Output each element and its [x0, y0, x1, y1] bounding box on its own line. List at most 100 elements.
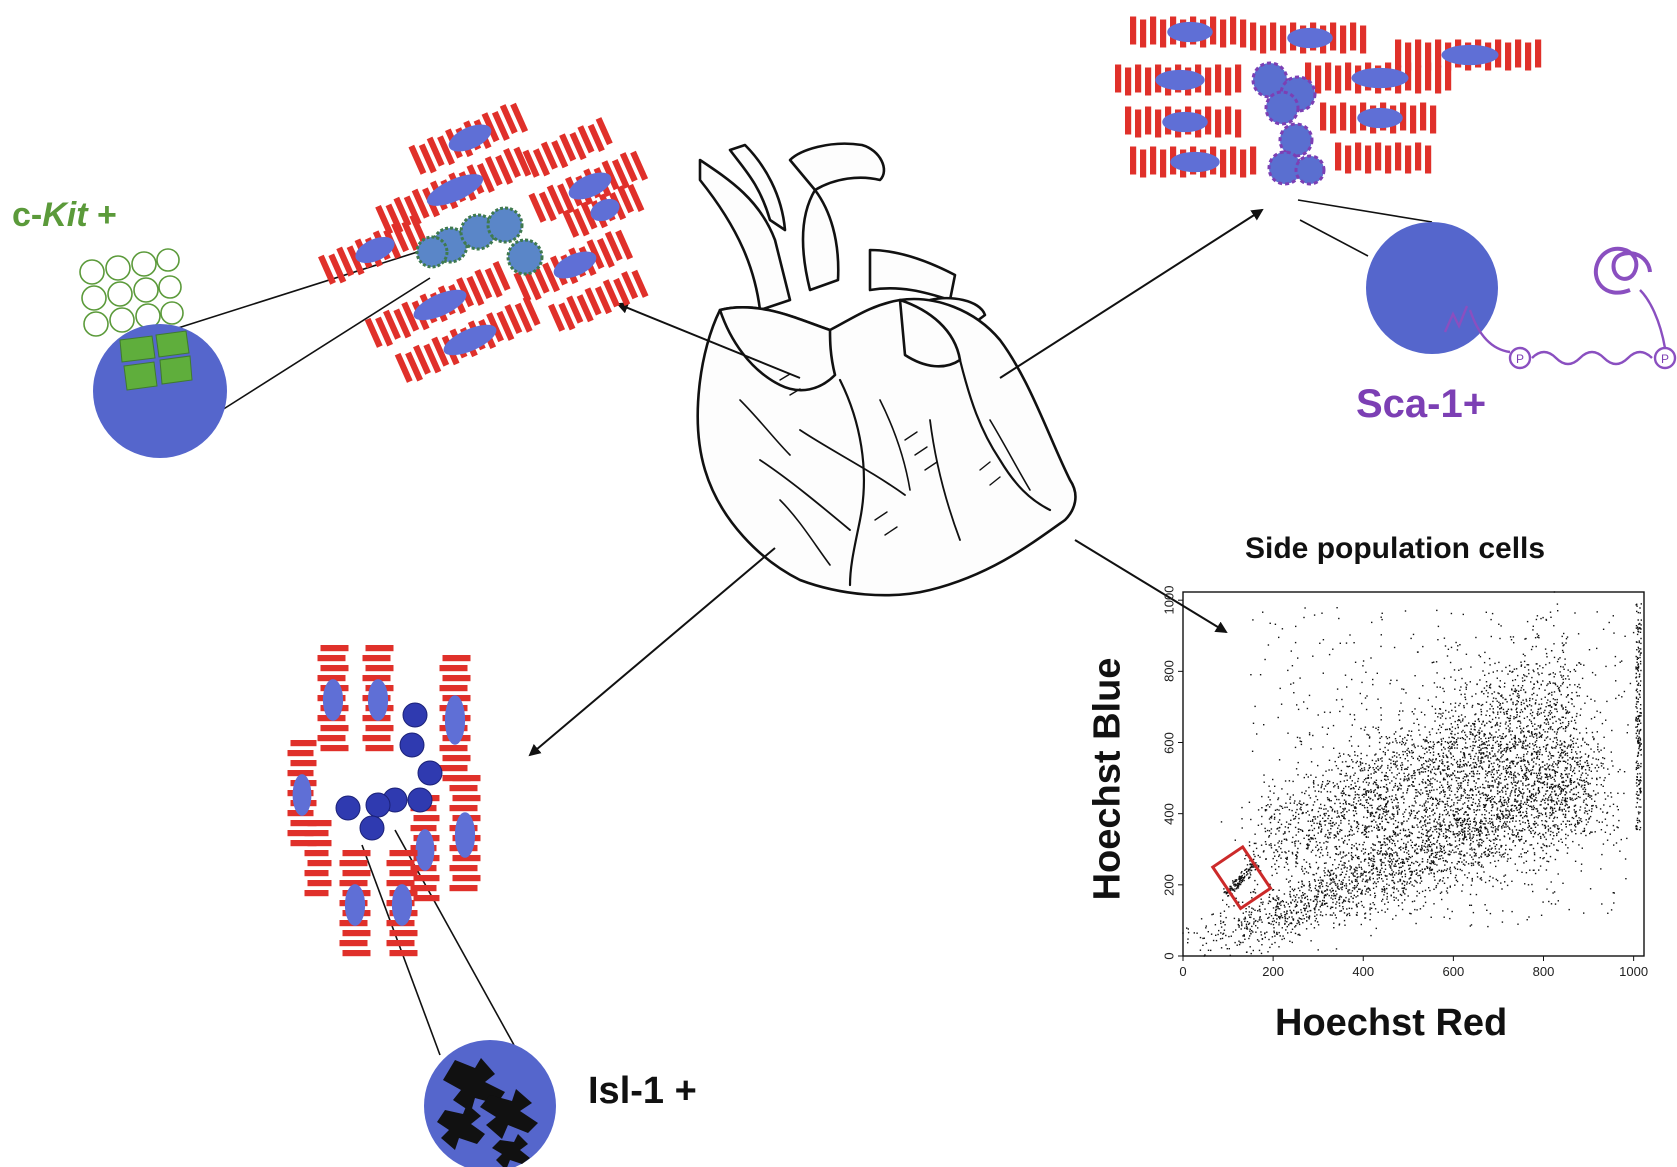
scatter-point	[1360, 892, 1362, 895]
scatter-point	[1286, 856, 1288, 859]
scatter-point	[1456, 744, 1459, 746]
scatter-point	[1223, 929, 1226, 931]
scatter-point	[1583, 812, 1586, 814]
scatter-point	[1364, 788, 1366, 790]
scatter-point	[1295, 899, 1297, 901]
scatter-point	[1419, 793, 1422, 796]
scatter-point	[1306, 895, 1308, 898]
scatter-point	[1390, 867, 1392, 869]
scatter-point	[1244, 920, 1246, 922]
scatter-point	[1516, 727, 1518, 729]
scatter-point	[1531, 676, 1533, 679]
scatter-point	[1470, 731, 1472, 734]
scatter-point	[1316, 903, 1318, 905]
scatter-point	[1494, 781, 1496, 783]
scatter-point	[1574, 719, 1576, 722]
scatter-point	[1349, 777, 1351, 779]
scatter-point	[1339, 895, 1341, 897]
scatter-point	[1312, 819, 1314, 821]
scatter-point	[1336, 901, 1338, 903]
scatter-point	[1551, 650, 1553, 652]
scatter-point	[1252, 931, 1254, 933]
scatter-point	[1547, 825, 1549, 827]
scatter-point	[1475, 782, 1477, 784]
scatter-point	[1520, 814, 1522, 816]
scatter-point	[1351, 829, 1353, 832]
scatter-point	[1308, 829, 1310, 832]
scatter-point	[1318, 909, 1320, 911]
scatter-point	[1502, 702, 1504, 704]
scatter-point	[1531, 793, 1533, 795]
scatter-point	[1384, 806, 1386, 808]
scatter-point	[1304, 792, 1306, 795]
scatter-point	[1457, 813, 1459, 815]
scatter-point	[1593, 716, 1596, 718]
scatter-point	[1507, 771, 1509, 773]
scatter-point	[1527, 804, 1529, 807]
scatter-point	[1424, 808, 1426, 811]
scatter-point	[1435, 773, 1437, 776]
scatter-point	[1382, 751, 1385, 753]
scatter-point	[1308, 915, 1311, 917]
scatter-point	[1300, 829, 1302, 831]
scatter-point	[1433, 875, 1435, 878]
scatter-point	[1340, 792, 1342, 794]
scatter-point	[1455, 780, 1458, 782]
scatter-point	[1554, 775, 1557, 777]
scatter-point	[1532, 736, 1535, 738]
scatter-point	[1427, 850, 1430, 852]
scatter-point	[1340, 868, 1343, 870]
scatter-point	[1365, 763, 1367, 765]
scatter-point	[1351, 880, 1353, 882]
scatter-point	[1456, 811, 1458, 813]
scatter-point	[1502, 754, 1504, 756]
scatter-point	[1471, 706, 1473, 708]
scatter-point	[1489, 800, 1492, 802]
scatter-point	[1321, 828, 1323, 830]
scatter-point	[1520, 731, 1522, 733]
scatter-point	[1504, 881, 1506, 883]
scatter-point	[1560, 788, 1563, 790]
scatter-point	[1280, 823, 1283, 826]
scatter-point	[1545, 832, 1547, 834]
scatter-point	[1351, 881, 1353, 884]
scatter-point	[1369, 858, 1371, 860]
scatter-point	[1293, 818, 1295, 820]
scatter-point	[1402, 813, 1404, 815]
scatter-point	[1411, 804, 1413, 807]
scatter-point	[1182, 932, 1184, 934]
scatter-point	[1366, 826, 1368, 828]
scatter-point	[1576, 695, 1578, 697]
scatter-point	[1253, 918, 1255, 920]
scatter-point	[1330, 897, 1332, 899]
scatter-point	[1505, 727, 1507, 730]
scatter-point	[1450, 805, 1453, 807]
scatter-point	[1385, 804, 1387, 807]
scatter-point	[1443, 690, 1445, 693]
scatter-point	[1499, 735, 1501, 737]
scatter-point	[1493, 755, 1495, 757]
scatter-point	[1319, 820, 1321, 823]
scatter-point	[1449, 870, 1452, 872]
scatter-point	[1314, 816, 1316, 818]
scatter-point	[1447, 756, 1449, 759]
scatter-point	[1626, 732, 1628, 734]
scatter-point	[1422, 782, 1424, 784]
scatter-point	[1529, 869, 1531, 871]
scatter-point	[1594, 674, 1597, 676]
scatter-point	[1238, 940, 1240, 942]
scatter-point	[1411, 884, 1413, 886]
scatter-point	[1266, 931, 1268, 933]
scatter-point	[1404, 875, 1407, 878]
scatter-point	[1544, 689, 1546, 691]
scatter-point	[1314, 909, 1316, 911]
scatter-point	[1515, 668, 1518, 670]
scatter-point	[1424, 821, 1426, 823]
scatter-point	[1344, 835, 1346, 837]
scatter-point	[1346, 867, 1348, 869]
scatter-point	[1552, 769, 1554, 771]
scatter-point	[1511, 730, 1513, 732]
scatter-point	[1356, 906, 1358, 908]
scatter-point	[1367, 836, 1369, 838]
scatter-point	[1335, 868, 1337, 870]
